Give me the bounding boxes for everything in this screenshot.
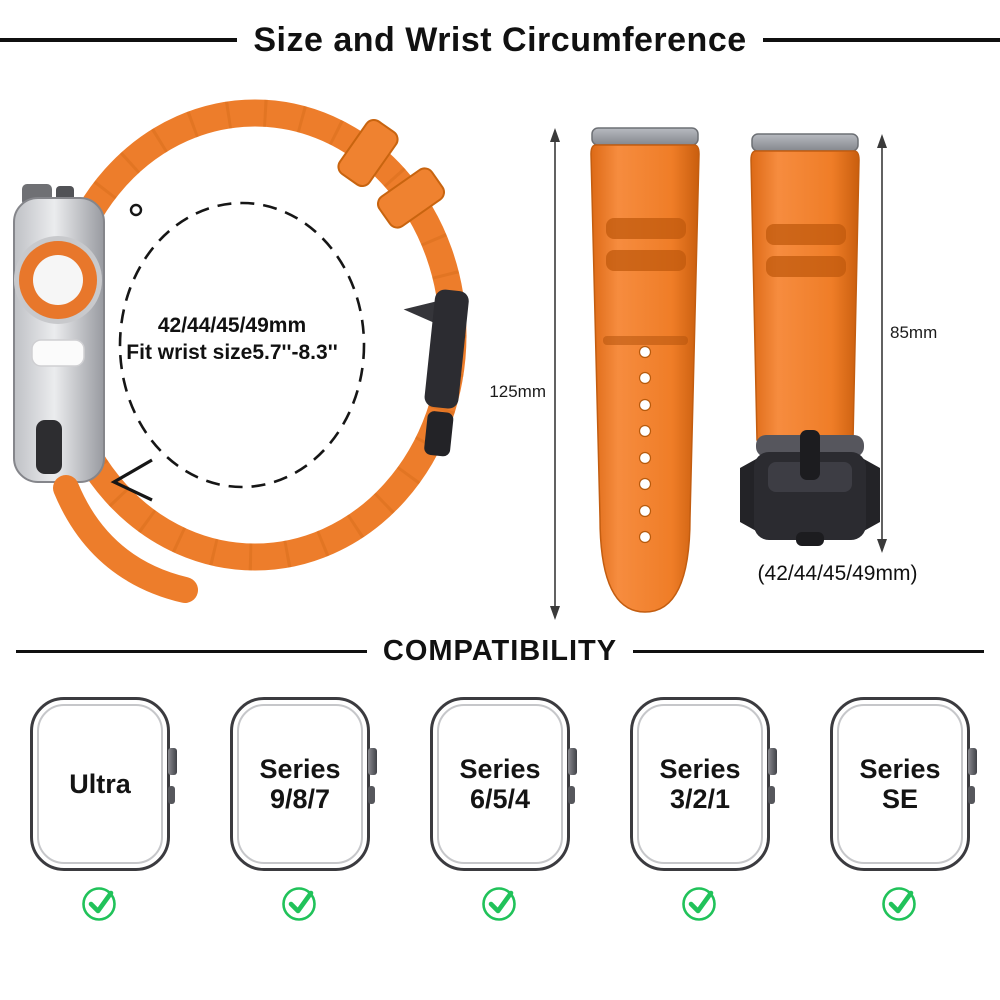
crown-icon xyxy=(368,748,377,775)
clasp-buckle-icon xyxy=(740,430,880,546)
watch-outline-icon: Ultra xyxy=(30,697,177,871)
model-line1: Series xyxy=(659,753,741,784)
watch-model-series-se: Series SE xyxy=(800,697,1000,923)
band-size-line: 42/44/45/49mm xyxy=(157,314,307,337)
strap-long-icon xyxy=(590,127,700,613)
side-button-icon xyxy=(968,786,975,804)
width-measure-line xyxy=(877,134,887,553)
watch-model-series-321: Series 3/2/1 xyxy=(600,697,800,923)
watch-model-label: Series SE xyxy=(859,754,940,814)
watch-model-label: Series 6/5/4 xyxy=(459,754,540,814)
compat-rule-left xyxy=(16,649,367,653)
model-line1: Series xyxy=(259,753,341,784)
check-icon xyxy=(280,883,320,923)
watch-outline-icon: Series SE xyxy=(830,697,977,871)
watch-model-series-654: Series 6/5/4 xyxy=(400,697,600,923)
band-keeper-icon xyxy=(337,118,399,188)
model-line2: 6/5/4 xyxy=(469,784,531,814)
band-size-text: 42/44/45/49mm Fit wrist size5.7''-8.3'' xyxy=(107,312,357,367)
watch-screen: Series SE xyxy=(837,704,963,864)
model-line1: Ultra xyxy=(69,768,131,799)
wrist-circle-dashed xyxy=(118,201,366,489)
watch-model-ultra: Ultra xyxy=(0,697,200,923)
check-icon xyxy=(680,883,720,923)
side-button-icon xyxy=(168,786,175,804)
crown-icon xyxy=(768,748,777,775)
title-rule-left xyxy=(0,38,238,42)
page-title: Size and Wrist Circumference xyxy=(253,20,747,59)
model-line2: 9/8/7 xyxy=(269,784,331,814)
model-line2: SE xyxy=(881,784,918,814)
watch-model-label: Ultra xyxy=(69,769,131,799)
width-label: 85mm xyxy=(890,323,938,342)
model-line1: Series xyxy=(459,753,541,784)
crown-icon xyxy=(968,748,977,775)
band-adapter-icon xyxy=(591,127,699,146)
flat-band-illustration xyxy=(550,127,887,620)
side-button-icon xyxy=(568,786,575,804)
title-section: Size and Wrist Circumference xyxy=(0,12,1000,68)
band-tail-icon xyxy=(53,475,198,603)
watch-case-icon xyxy=(13,184,105,483)
check-icon xyxy=(480,883,520,923)
watch-model-label: Series 9/8/7 xyxy=(259,754,340,814)
arrow-icon xyxy=(110,458,153,502)
crown-icon xyxy=(168,748,177,775)
crown-icon xyxy=(568,748,577,775)
strap-holes-icon xyxy=(638,345,652,544)
compatibility-watch-list: Ultra Series 9/8/7 xyxy=(0,697,1000,923)
band-adapter-icon xyxy=(751,133,859,152)
wrapped-band-illustration xyxy=(13,99,469,603)
model-line1: Series xyxy=(859,753,941,784)
wrist-fit-line: Fit wrist size5.7''-8.3'' xyxy=(126,341,338,365)
buckle-icon xyxy=(403,289,469,457)
side-button-icon xyxy=(768,786,775,804)
size-diagram: 42/44/45/49mm Fit wrist size5.7''-8.3'' xyxy=(0,90,1000,630)
watch-outline-icon: Series 3/2/1 xyxy=(630,697,777,871)
compatibility-section-header: COMPATIBILITY xyxy=(0,630,1000,672)
check-icon xyxy=(880,883,920,923)
watch-screen: Series 6/5/4 xyxy=(437,704,563,864)
size-caption: (42/44/45/49mm) xyxy=(757,562,918,585)
circle-start-marker xyxy=(129,203,143,217)
band-keeper-icon xyxy=(376,167,446,229)
watch-model-label: Series 3/2/1 xyxy=(659,754,740,814)
watch-screen: Series 9/8/7 xyxy=(237,704,363,864)
watch-outline-icon: Series 9/8/7 xyxy=(230,697,377,871)
title-rule-right xyxy=(762,38,1000,42)
length-measure-line xyxy=(550,128,560,620)
check-icon xyxy=(80,883,120,923)
strap-short-icon xyxy=(740,133,880,546)
watch-screen: Series 3/2/1 xyxy=(637,704,763,864)
compatibility-heading: COMPATIBILITY xyxy=(382,634,618,667)
watch-model-series-987: Series 9/8/7 xyxy=(200,697,400,923)
model-line2: 3/2/1 xyxy=(669,784,731,814)
length-label: 125mm xyxy=(489,382,546,401)
side-button-icon xyxy=(368,786,375,804)
watch-screen: Ultra xyxy=(37,704,163,864)
watch-outline-icon: Series 6/5/4 xyxy=(430,697,577,871)
compat-rule-right xyxy=(633,649,984,653)
